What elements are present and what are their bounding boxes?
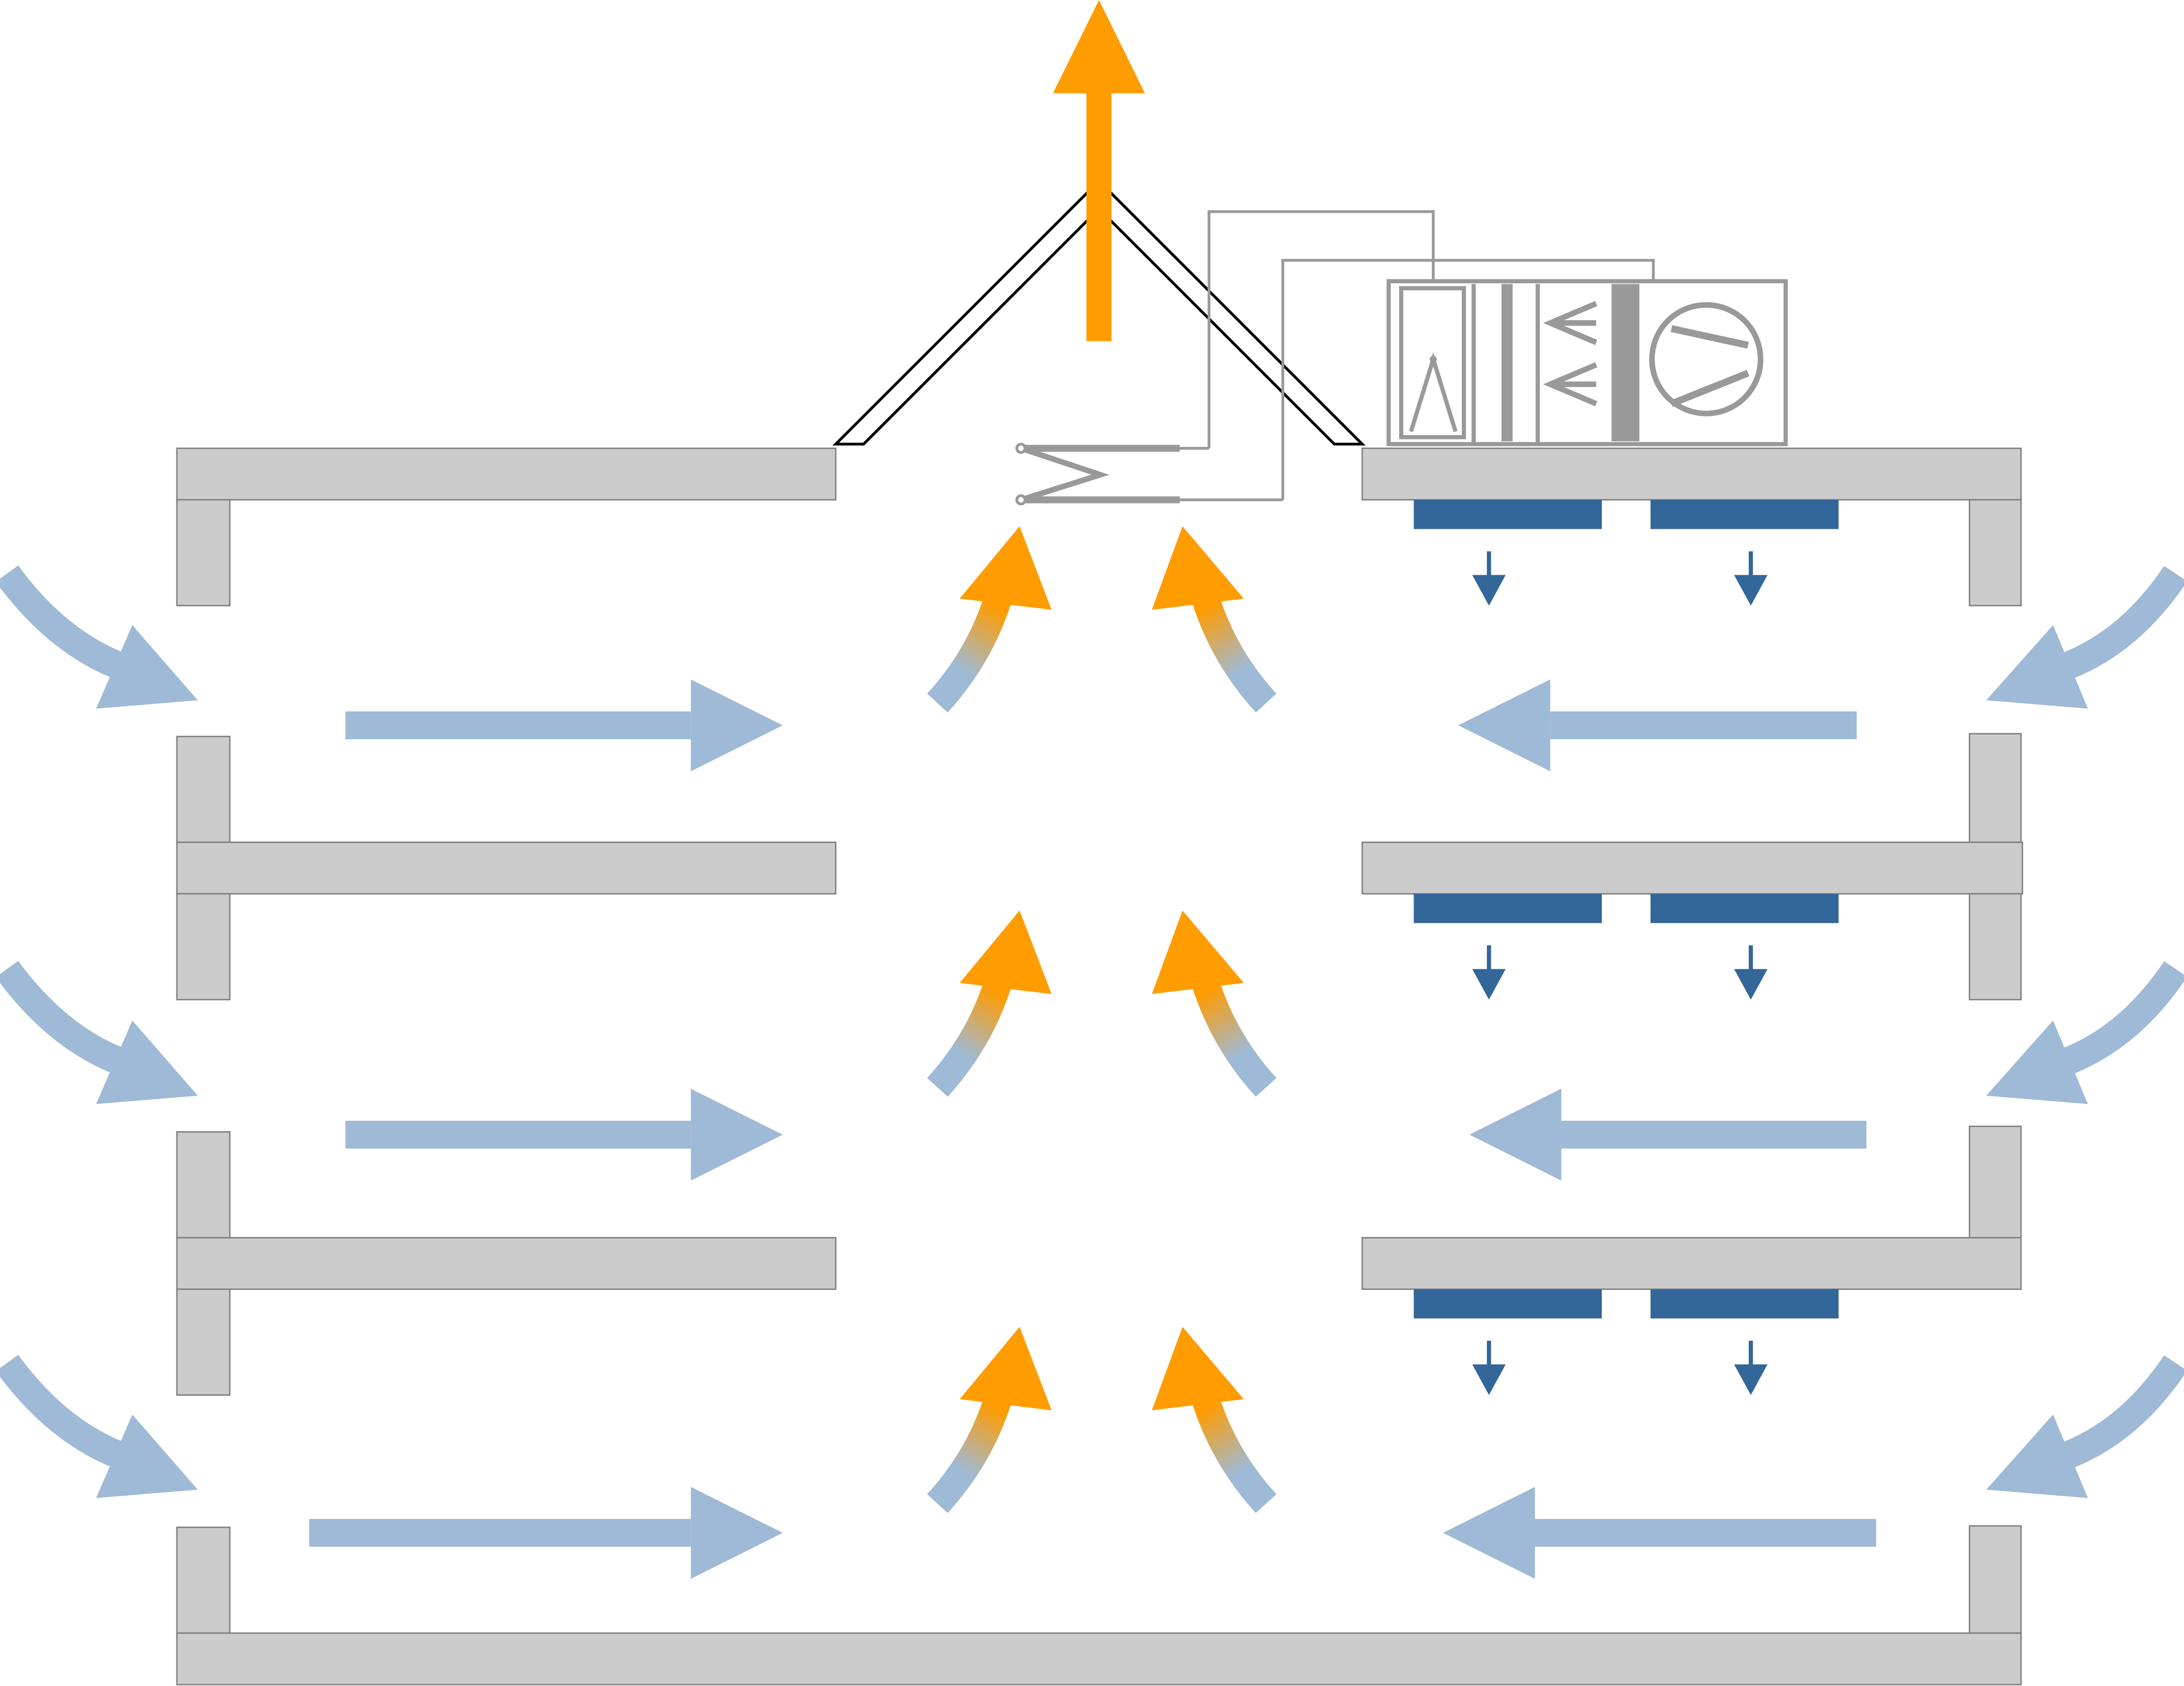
curved-arrow-up-icon <box>927 526 1052 713</box>
curved-arrow-up-icon <box>927 910 1052 1097</box>
curved-arrow-icon <box>0 565 198 709</box>
curved-arrow-icon <box>1986 566 2184 709</box>
curved-arrow-up-icon <box>1152 526 1277 713</box>
cooling-down-arrow <box>1472 1341 1506 1395</box>
inlet-air-arrows <box>0 565 2184 1498</box>
cooling-down-arrow <box>1734 945 1768 1000</box>
wall-right-top <box>1969 499 2022 607</box>
curved-arrow-icon <box>1986 961 2184 1104</box>
fan-icon <box>1649 302 1764 416</box>
fresh-air-arrows <box>309 679 1877 1579</box>
curved-arrow-up-icon <box>927 1327 1052 1513</box>
filter-icon <box>1399 286 1467 439</box>
heat-exchanger-coil-icon <box>1015 443 1283 506</box>
roof-slab-right <box>1361 447 2022 501</box>
wall-left-lower-1 <box>176 893 231 1001</box>
arrow-right-icon <box>309 1487 783 1579</box>
roof-glazing-right <box>1095 191 1366 446</box>
ground-slab <box>176 1632 2022 1685</box>
wall-right-ground <box>1969 1525 2022 1634</box>
roof-slab-left <box>176 447 837 501</box>
chilled-ceiling-panel-icon <box>1414 894 1602 923</box>
wall-left-upper-1 <box>176 736 231 843</box>
building-structure <box>176 447 2024 1685</box>
chilled-ceiling-panel-icon <box>1650 1289 1839 1319</box>
cooling-panels <box>1414 500 1839 1395</box>
cooling-down-arrow <box>1472 945 1506 1000</box>
floor-slab-left-2 <box>176 1237 837 1290</box>
wall-left-ground <box>176 1526 231 1634</box>
air-handling-unit-icon <box>1386 279 1788 446</box>
pipe-lines <box>1207 210 1655 500</box>
arrow-left-icon <box>1443 1487 1877 1579</box>
cooling-down-arrow <box>1734 551 1768 606</box>
arrow-left-icon <box>1458 679 1857 771</box>
curved-arrow-up-icon <box>1152 1327 1277 1513</box>
floor-slab-right-2 <box>1361 1237 2022 1290</box>
chilled-ceiling-panel-icon <box>1414 500 1602 529</box>
wall-left-upper-2 <box>176 1131 231 1239</box>
cooling-down-arrow <box>1472 551 1506 606</box>
floor-slab-left-1 <box>176 841 837 895</box>
chilled-ceiling-panel-icon <box>1414 1289 1602 1319</box>
wall-left-lower-2 <box>176 1288 231 1396</box>
curved-arrow-icon <box>0 961 198 1104</box>
cooling-down-arrow <box>1734 1341 1768 1395</box>
arrow-left-icon <box>1469 1088 1867 1181</box>
arrow-right-icon <box>345 679 783 771</box>
wall-right-upper-2 <box>1969 1125 2022 1239</box>
curved-arrow-icon <box>1986 1355 2184 1498</box>
curved-arrow-up-icon <box>1152 910 1277 1097</box>
roof-glazing-left <box>832 191 1102 446</box>
floor-slab-right-1 <box>1361 841 2024 895</box>
chilled-ceiling-panel-icon <box>1650 894 1839 923</box>
wall-left-top <box>176 499 231 607</box>
arrow-right-icon <box>345 1088 783 1181</box>
chilled-ceiling-panel-icon <box>1650 500 1839 529</box>
stack-effect-arrows <box>927 526 1277 1513</box>
arrow-up-icon <box>1053 0 1145 342</box>
wall-right-lower-1 <box>1969 893 2022 1001</box>
wall-right-upper-1 <box>1969 733 2022 843</box>
curved-arrow-icon <box>0 1355 198 1498</box>
